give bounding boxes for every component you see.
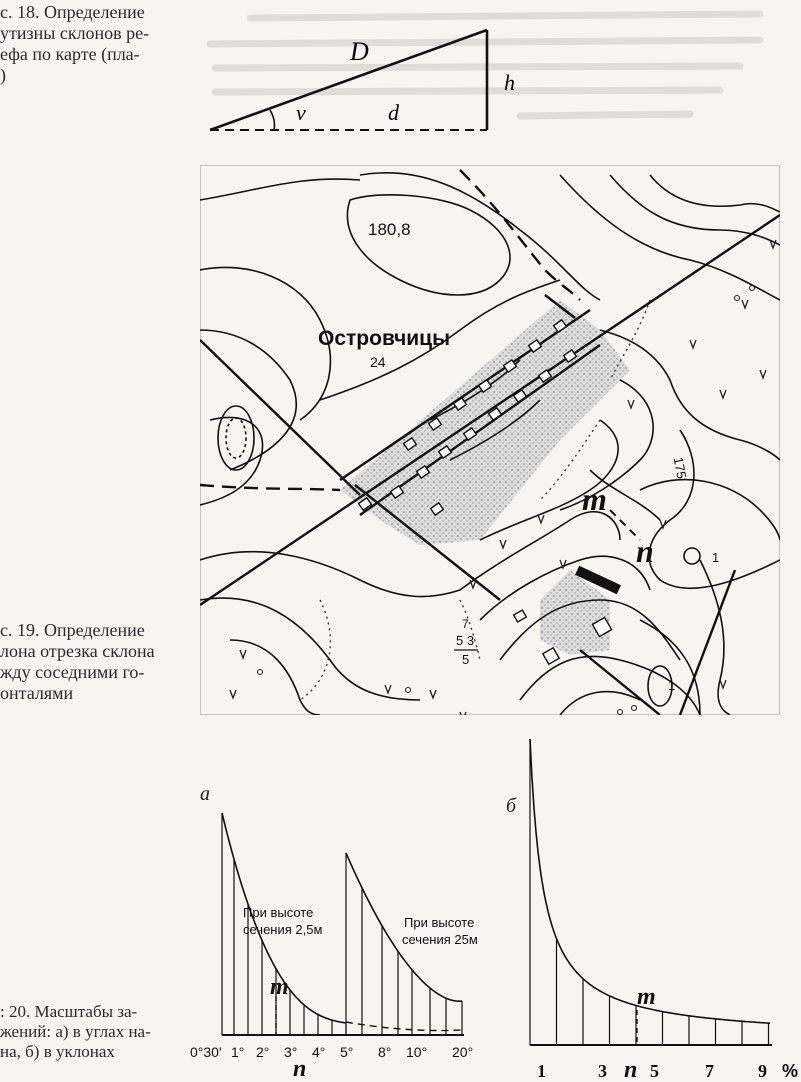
fraction-left: 7 [462, 617, 469, 631]
slope-triangle-diagram [209, 28, 489, 132]
scale-b-n: n [624, 1057, 637, 1082]
scale-a-note1-line1: При высоте [243, 905, 313, 920]
map-point-n: n [636, 533, 654, 569]
roads [200, 214, 780, 715]
map-point-m: m [582, 481, 607, 517]
scale-a-tick-label: 2° [256, 1044, 269, 1060]
scale-a-tick-label: 4° [312, 1044, 325, 1060]
scale-b-tick-label: 1 [537, 1061, 546, 1081]
slope-scale-angles: 0°30' 1° 2° 3° 4° 5° 8° 10° 20° [190, 812, 473, 1060]
meadow-marks [229, 239, 777, 715]
dotted-paths [299, 299, 651, 701]
scale-b-tick-label: 3 [598, 1061, 607, 1081]
scale-a-curve-1 [221, 812, 347, 1024]
label-v: v [296, 100, 306, 125]
figure-18-caption: с. 18. Определение утизны склонов ре- еф… [0, 2, 150, 85]
topographic-map [200, 165, 780, 715]
scale-a-tick-label: 10° [406, 1044, 427, 1060]
spot-height-1a: 1 [712, 550, 719, 565]
panel-a-label: а [200, 783, 210, 805]
scale-b-tick-label: 9 [758, 1061, 767, 1081]
scale-a-curve-2 [345, 852, 463, 1002]
label-d: d [388, 100, 400, 125]
scale-a-n: n [293, 1056, 306, 1082]
scale-b-m: m [637, 984, 656, 1010]
scale-b-unit: % [782, 1061, 798, 1081]
scale-a-tick-label: 1° [231, 1044, 244, 1060]
figure-20-caption: : 20. Масштабы за- жений: а) в углах на-… [0, 1002, 151, 1061]
scale-a-note2-line2: сечения 25м [402, 932, 478, 947]
small-circles [256, 284, 756, 715]
scale-b-tick-label: 5 [650, 1061, 659, 1081]
village-name: Островчицы [318, 327, 450, 350]
scale-b-curve [529, 738, 771, 1024]
buildings [357, 318, 613, 666]
elevation-label: 180,8 [368, 220, 411, 239]
village-shaded-zone [340, 300, 630, 545]
scale-a-tick-label: 20° [452, 1044, 473, 1060]
scale-a-tick-label: 8° [378, 1044, 391, 1060]
panel-b-label: б [506, 795, 517, 817]
scale-a-note1-line2: сечения 2,5м [243, 922, 322, 937]
show-through-artifact [206, 10, 764, 120]
scale-a-tick-label: 5° [340, 1044, 353, 1060]
scale-a-tick-label: 0°30' [190, 1044, 222, 1060]
scale-b-tick-label: 7 [705, 1061, 714, 1081]
label-D: D [349, 37, 369, 66]
figure-19-caption: с. 19. Определение лона отрезка склона ж… [0, 620, 155, 703]
contour-175-label: 175 [671, 456, 690, 480]
scale-a-m: m [270, 974, 289, 1000]
black-building [575, 565, 621, 595]
spot-height-1b: 1 [668, 678, 675, 693]
farm-shaded-zone [540, 570, 610, 655]
village-number: 24 [370, 354, 386, 370]
scale-a-tick-label: 3° [284, 1044, 297, 1060]
dashed-road [200, 169, 581, 492]
slope-scale-percent: 1 3 5 7 9 [529, 738, 772, 1081]
m-n-segment [609, 509, 641, 541]
fraction-top: 5 3 [456, 633, 474, 648]
scale-a-dashed-tail [345, 1021, 463, 1032]
fraction-bottom: 5 [462, 652, 469, 667]
scale-a-note2-line1: При высоте [404, 915, 474, 930]
label-h: h [504, 70, 515, 95]
